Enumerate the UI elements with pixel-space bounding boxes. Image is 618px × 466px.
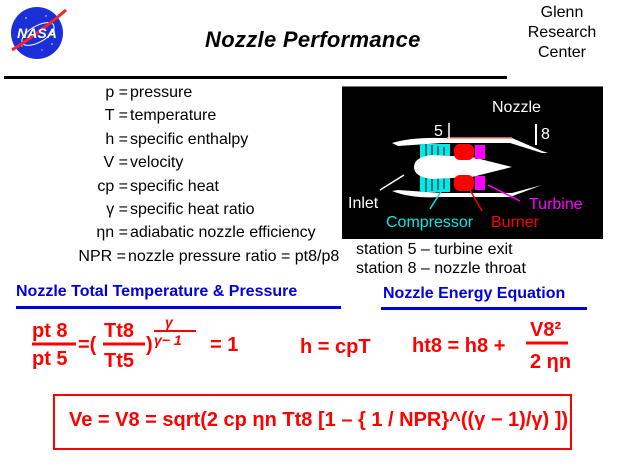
definition-meaning: specific enthalpy [130,130,249,148]
energy-denominator: 2 ηn [530,351,571,373]
compressor-label: Compressor [386,214,474,231]
definition-symbol: T = [104,107,128,125]
nozzle-label: Nozzle [492,99,541,116]
eq-pt8: pt 8 [32,320,68,342]
eq-equals-paren: =( [78,334,97,356]
definition-meaning: temperature [130,107,217,125]
definition-item: p =pressure [10,84,340,107]
exit-velocity-equation: Ve = V8 = sqrt(2 cp ηn Tt8 [1 – { 1 / NP… [69,409,569,431]
eq-pt5: pt 5 [32,348,68,370]
definition-item: NPR =nozzle pressure ratio = pt8/p8 [10,248,340,271]
station-8-label: 8 [541,126,550,143]
definitions-list: p =pressure T =temperature h =specific e… [10,84,340,271]
definition-symbol: NPR = [78,247,126,265]
station-8-desc: station 8 – nozzle throat [356,260,526,277]
definition-item: cp =specific heat [10,178,340,201]
org-line-2: Research [527,24,597,41]
section-underline [16,306,341,309]
turbojet-engine-diagram: 5 8 Nozzle Inlet Compressor Burner Turbi… [342,86,603,239]
section-heading-temp-pressure: Nozzle Total Temperature & Pressure [16,283,298,300]
energy-lhs: ht8 = h8 + [412,335,505,357]
definition-symbol: V = [103,154,128,172]
burner-label: Burner [491,214,540,231]
eq-tt8: Tt8 [104,320,134,342]
pressure-ratio-equation: pt 8 pt 5 =( Tt8 Tt5 ) γ γ− 1 = 1 [30,314,270,375]
definition-meaning: velocity [130,154,184,172]
definition-symbol: cp = [97,177,128,195]
section-heading-energy: Nozzle Energy Equation [383,285,566,302]
nasa-logo-text: NASA [17,25,57,41]
definition-symbol: γ = [106,200,128,218]
nasa-logo: NASA [8,4,68,64]
definition-meaning: specific heat [130,177,219,195]
station-5-desc: station 5 – turbine exit [356,241,513,258]
energy-numerator: V8² [530,319,561,341]
definition-item: ηn =adiabatic nozzle efficiency [10,224,340,247]
definition-symbol: ηn = [96,224,128,242]
exit-velocity-equation-box: Ve = V8 = sqrt(2 cp ηn Tt8 [1 – { 1 / NP… [53,394,572,450]
eq-tt5: Tt5 [104,350,134,372]
eq-exp-num: γ [165,315,174,330]
enthalpy-equation: h = cpT [300,336,371,358]
energy-equation: ht8 = h8 + V8² 2 ηn [412,312,582,382]
definition-item: h =specific enthalpy [10,131,340,154]
definition-meaning: pressure [130,84,193,101]
definition-meaning: specific heat ratio [130,200,255,218]
definition-item: γ =specific heat ratio [10,201,340,224]
eq-close-paren: ) [146,334,153,356]
definition-symbol: p = [105,84,128,101]
definition-item: V =velocity [10,154,340,177]
eq-result: = 1 [210,334,238,356]
inlet-label: Inlet [348,195,379,212]
org-line-1: Glenn [540,4,584,21]
station-legend: station 5 – turbine exit station 8 – noz… [356,240,526,278]
eq-exp-den: γ− 1 [154,332,182,348]
header-divider [4,76,507,79]
station-5-label: 5 [434,123,443,140]
org-line-3: Center [537,44,587,61]
turbine-label: Turbine [529,196,583,213]
definition-meaning: nozzle pressure ratio = pt8/p8 [128,247,340,265]
definition-meaning: adiabatic nozzle efficiency [130,224,316,242]
org-name: Glenn Research Center [520,3,604,63]
definition-item: T =temperature [10,107,340,130]
section-underline [381,307,587,310]
definition-symbol: h = [105,130,128,148]
page-title: Nozzle Performance [205,27,421,52]
